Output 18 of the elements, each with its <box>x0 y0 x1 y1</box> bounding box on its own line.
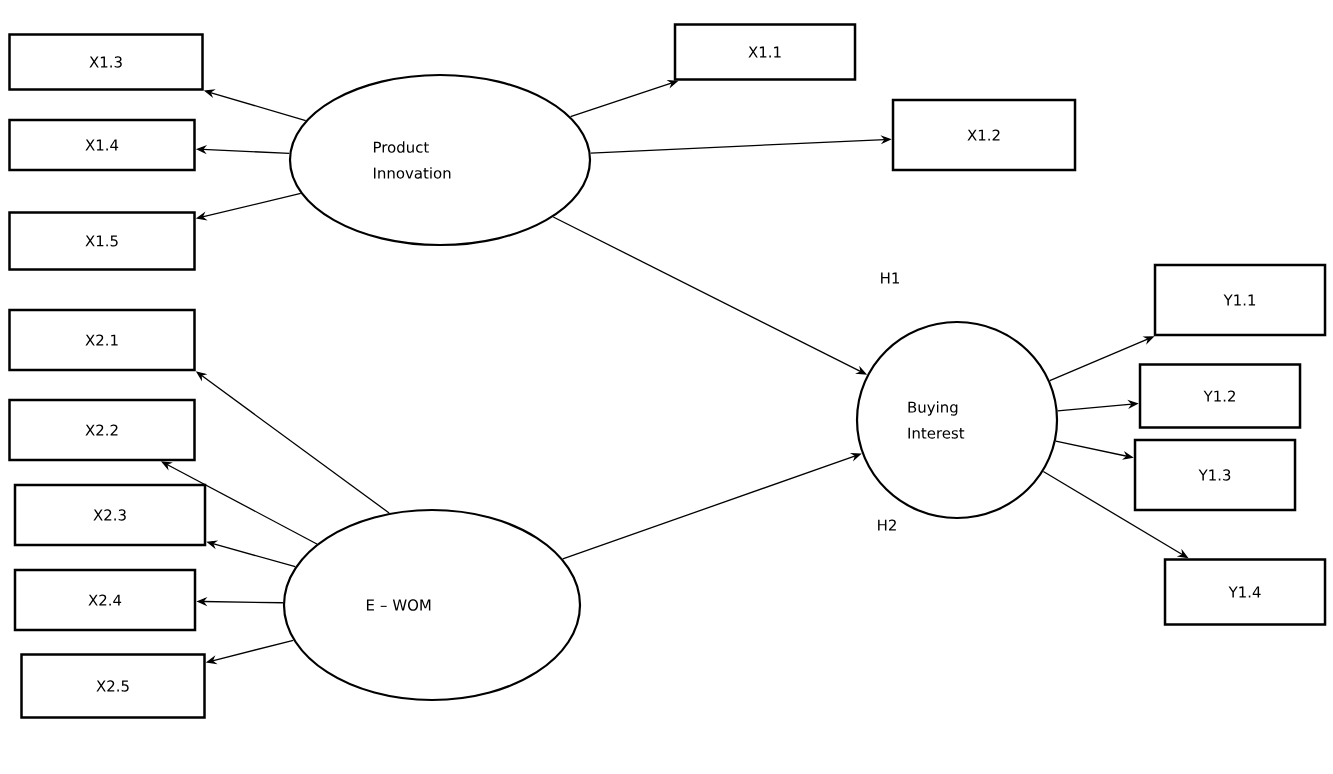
indicator-box: X2.3 <box>13 483 207 547</box>
indicator-box: Y1.4 <box>1163 558 1327 626</box>
indicator-box: X2.1 <box>8 308 196 372</box>
indicator-box: Y1.1 <box>1153 263 1327 337</box>
indicator-box: X1.2 <box>891 98 1077 172</box>
indicator-box: X1.1 <box>673 23 857 81</box>
indicator-box: X2.5 <box>20 653 206 719</box>
indicator-box: X1.4 <box>8 118 196 172</box>
hypothesis-label: H1 <box>881 272 899 284</box>
indicator-box: X1.5 <box>8 211 196 271</box>
indicator-box: X2.2 <box>8 398 196 462</box>
indicator-box: Y1.2 <box>1138 363 1302 429</box>
ellipse-node: E – WOM <box>282 508 582 702</box>
circle-node: Buying Interest <box>855 320 1059 520</box>
indicator-box: X2.4 <box>13 568 197 632</box>
indicator-box: Y1.3 <box>1133 438 1297 512</box>
indicator-box: X1.3 <box>8 33 204 91</box>
ellipse-node: Product Innovation <box>288 73 592 247</box>
